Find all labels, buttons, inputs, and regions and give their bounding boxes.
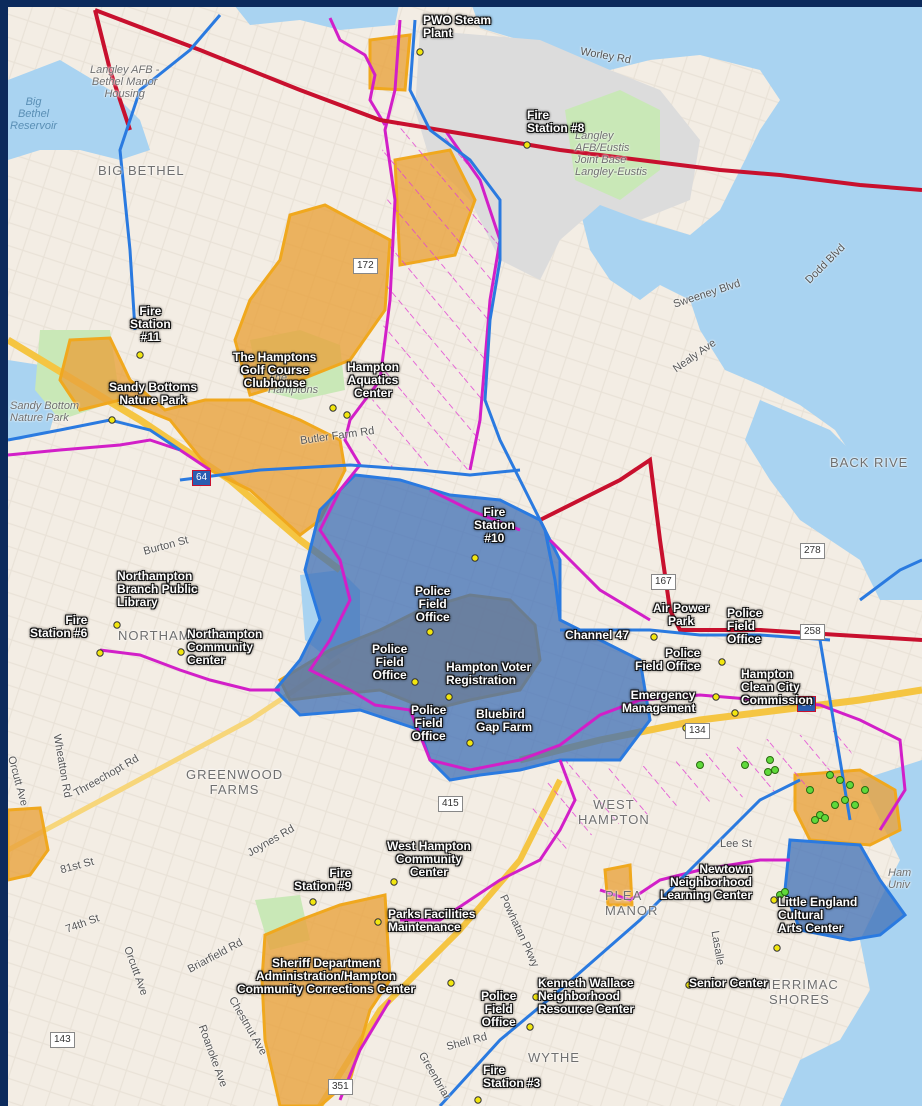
- water-reservoir: [8, 60, 150, 160]
- place-label-sandy-bottom-park: Sandy Bottom Nature Park: [10, 400, 80, 424]
- place-label-back-river: BACK RIVE: [830, 455, 909, 470]
- facility-label-kenneth-wallace[interactable]: Kenneth Wallace Neighborhood Resource Ce…: [538, 976, 635, 1016]
- left-bar: [0, 0, 8, 1106]
- place-label-big-bethel: BIG BETHEL: [98, 163, 185, 178]
- place-label-west-hampton: WEST HAMPTON: [578, 797, 650, 827]
- facility-label-police-office-5[interactable]: Police Field Office: [635, 646, 701, 673]
- road-label-lee: Lee St: [720, 838, 752, 850]
- route-shield-143: 143: [50, 1032, 75, 1048]
- boundaries-magenta: [7, 17, 907, 1101]
- facility-label-channel-47[interactable]: Channel 47: [565, 628, 630, 642]
- points-facility: [96, 48, 781, 1104]
- park-langley: [565, 90, 660, 200]
- facility-label-bluebird-gap[interactable]: Bluebird Gap Farm: [476, 707, 533, 734]
- facility-label-fire-station-6[interactable]: Fire Station #6: [30, 613, 88, 640]
- facility-label-police-office-6[interactable]: Police Field Office: [481, 989, 517, 1029]
- facility-label-police-office-2[interactable]: Police Field Office: [372, 642, 408, 682]
- facility-label-newtown-learning[interactable]: Newtown Neighborhood Learning Center: [660, 862, 753, 902]
- boundaries-blue: [7, 14, 922, 1106]
- place-label-hampton-univ: Ham Univ: [888, 867, 912, 891]
- route-shield-64-east: 64: [797, 696, 817, 712]
- route-shield-167: 167: [651, 574, 676, 590]
- water-hampton-river: [780, 760, 922, 1106]
- place-label-merrimac: MERRIMAC SHORES: [760, 977, 839, 1007]
- facility-label-fire-station-8[interactable]: Fire Station #8: [527, 108, 585, 135]
- facility-label-fire-station-10[interactable]: Fire Station #10: [474, 505, 515, 545]
- facility-label-northampton-library[interactable]: Northampton Branch Public Library: [117, 569, 198, 609]
- place-label-langley-jb: Langley AFB/Eustis Joint Base Langley-Eu…: [575, 130, 648, 178]
- facility-label-police-office-3[interactable]: Police Field Office: [411, 703, 447, 743]
- facility-label-fire-station-3[interactable]: Fire Station #3: [483, 1063, 541, 1090]
- facility-label-west-hampton-cc[interactable]: West Hampton Community Center: [387, 839, 471, 879]
- route-shield-278: 278: [800, 543, 825, 559]
- facility-label-police-office-1[interactable]: Police Field Office: [415, 584, 451, 624]
- water-back-river: [745, 400, 922, 600]
- place-label-wythe: WYTHE: [528, 1050, 580, 1065]
- facility-label-hamptons-golf[interactable]: The Hamptons Golf Course Clubhouse: [233, 350, 317, 390]
- facility-label-voter-registration[interactable]: Hampton Voter Registration: [446, 660, 532, 687]
- facility-label-little-england[interactable]: Little England Cultural Arts Center: [778, 895, 858, 935]
- facility-label-fire-station-9[interactable]: Fire Station #9: [294, 866, 352, 893]
- facility-label-air-power-park[interactable]: Air Power Park: [653, 601, 710, 628]
- place-label-northampton: NORTHAMP: [118, 628, 201, 643]
- route-shield-134: 134: [685, 723, 710, 739]
- facility-label-police-office-4[interactable]: Police Field Office: [727, 606, 763, 646]
- place-label-reservoir: Big Bethel Reservoir: [10, 96, 58, 132]
- place-label-pleasant-manor: PLEA MANOR: [605, 888, 659, 918]
- water-bay-east: [470, 0, 922, 560]
- facility-label-senior-center[interactable]: Senior Center: [689, 976, 768, 990]
- facility-label-northampton-cc[interactable]: Northampton Community Center: [187, 627, 263, 667]
- facility-label-fire-station-11[interactable]: Fire Station #11: [130, 304, 171, 344]
- route-shield-415: 415: [438, 796, 463, 812]
- points-green: [696, 756, 869, 899]
- route-shield-351: 351: [328, 1079, 353, 1095]
- route-shield-258: 258: [800, 624, 825, 640]
- facility-label-clean-city[interactable]: Hampton Clean City Commission: [741, 667, 814, 707]
- route-shield-64-west: 64: [192, 470, 212, 486]
- facility-label-parks-maintenance[interactable]: Parks Facilities Maintenance: [388, 907, 476, 934]
- water-top-left: [230, 0, 400, 30]
- facility-label-pwo-steam-plant[interactable]: PWO Steam Plant: [423, 13, 492, 40]
- facility-label-emergency-mgmt[interactable]: Emergency Management: [622, 688, 696, 715]
- facility-label-aquatics-center[interactable]: Hampton Aquatics Center: [347, 360, 399, 400]
- place-label-the-hamptons: The Hamptons: [268, 372, 319, 396]
- facility-label-sheriff-dept[interactable]: Sheriff Department Administration/Hampto…: [237, 956, 416, 996]
- place-label-greenwood: GREENWOOD FARMS: [186, 767, 284, 797]
- facility-label-sandy-bottoms[interactable]: Sandy Bottoms Nature Park: [109, 380, 198, 407]
- top-bar: [0, 0, 922, 7]
- place-label-langley-afb: Langley AFB - Bethel Manor Housing: [90, 64, 160, 100]
- route-shield-172: 172: [353, 258, 378, 274]
- hatch-south: [530, 730, 860, 860]
